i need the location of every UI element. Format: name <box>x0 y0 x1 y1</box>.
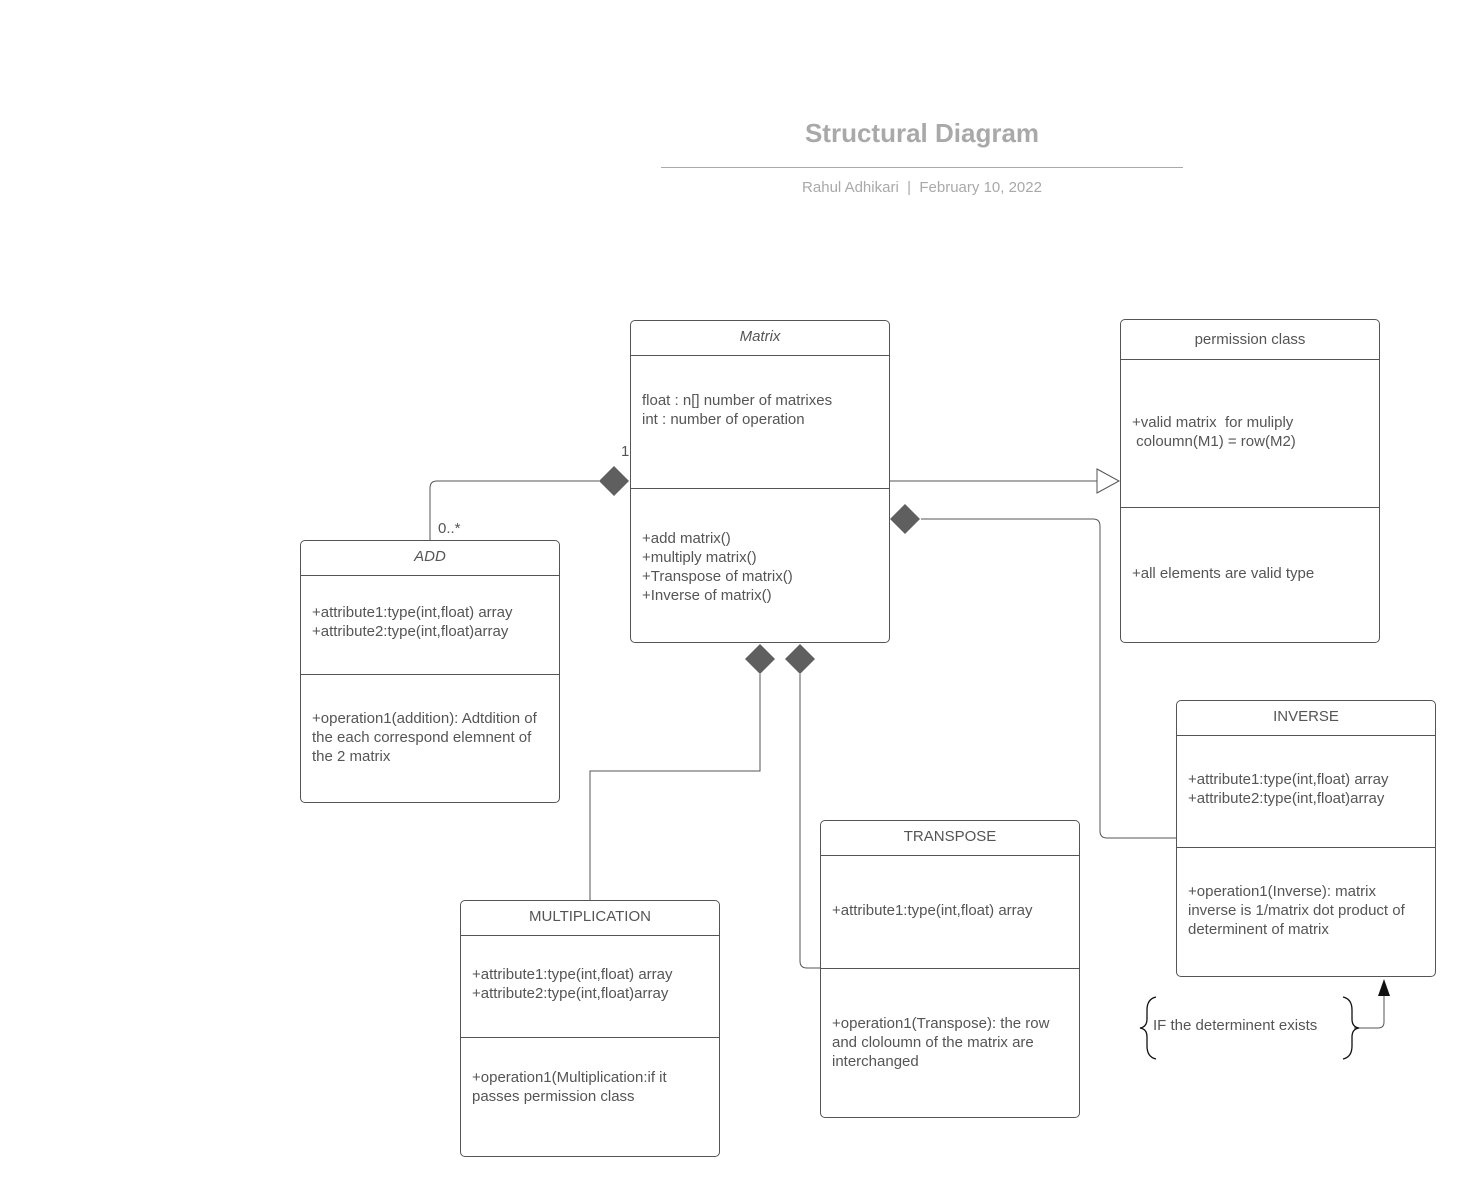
composition-diamond-inverse <box>890 504 920 534</box>
multiplication-attribute: +attribute2:type(int,float)array <box>472 985 669 1002</box>
generalization-arrowhead <box>1096 468 1121 494</box>
multiplication-operations: +operation1(Multiplication:if it passes … <box>461 1038 719 1106</box>
transpose-class[interactable]: TRANSPOSE +attribute1:type(int,float) ar… <box>820 820 1080 1118</box>
transpose-class-name: TRANSPOSE <box>821 821 1079 856</box>
matrix-operation: +Inverse of matrix() <box>642 587 772 604</box>
permission-class[interactable]: permission class +valid matrix for mulip… <box>1120 319 1380 643</box>
byline-separator: | <box>907 179 912 196</box>
permission-attribute: +valid matrix for muliply <box>1132 414 1294 431</box>
inverse-class[interactable]: INVERSE +attribute1:type(int,float) arra… <box>1176 700 1436 977</box>
add-attribute: +attribute2:type(int,float)array <box>312 623 509 640</box>
note-left-brace <box>1139 996 1157 1060</box>
diagram-date: February 10, 2022 <box>919 179 1042 196</box>
multiplication-attribute: +attribute1:type(int,float) array <box>472 966 673 983</box>
matrix-operation: +add matrix() <box>642 530 731 547</box>
permission-operation: +all elements are valid type <box>1132 565 1315 582</box>
permission-attribute: coloumn(M1) = row(M2) <box>1132 433 1296 450</box>
inverse-attribute: +attribute1:type(int,float) array <box>1188 771 1389 788</box>
permission-class-name: permission class <box>1121 320 1379 360</box>
multiplication-to-matrix-line <box>589 674 761 900</box>
transpose-to-matrix-line <box>799 674 820 969</box>
add-attribute: +attribute1:type(int,float) array <box>312 604 513 621</box>
multiplicity-add-end: 0..* <box>438 520 461 537</box>
composition-diamond-multiplication <box>745 644 775 674</box>
matrix-attributes: float : n[] number of matrixes int : num… <box>631 356 889 489</box>
multiplication-class-name: MULTIPLICATION <box>461 901 719 936</box>
multiplication-attributes: +attribute1:type(int,float) array +attri… <box>461 936 719 1038</box>
transpose-attribute: +attribute1:type(int,float) array <box>832 902 1033 919</box>
inverse-attribute: +attribute2:type(int,float)array <box>1188 790 1385 807</box>
composition-diamond-transpose <box>785 644 815 674</box>
matrix-attribute: int : number of operation <box>642 411 805 428</box>
author-name: Rahul Adhikari <box>802 179 899 196</box>
determinant-note: IF the determinent exists <box>1153 1017 1318 1034</box>
matrix-operation: +Transpose of matrix() <box>642 568 793 585</box>
transpose-attributes: +attribute1:type(int,float) array <box>821 856 1079 969</box>
multiplication-operation: +operation1(Multiplication:if it passes … <box>472 1069 667 1105</box>
add-class-name: ADD <box>301 541 559 576</box>
multiplicity-matrix-end: 1 <box>621 443 630 460</box>
add-operations: +operation1(addition): Adtdition of the … <box>301 675 559 766</box>
matrix-class[interactable]: Matrix float : n[] number of matrixes in… <box>630 320 890 643</box>
title-divider <box>661 167 1183 168</box>
inverse-attributes: +attribute1:type(int,float) array +attri… <box>1177 736 1435 848</box>
permission-operations: +all elements are valid type <box>1121 508 1379 583</box>
add-attributes: +attribute1:type(int,float) array +attri… <box>301 576 559 675</box>
transpose-operation: +operation1(Transpose): the row and clol… <box>832 1015 1050 1070</box>
inverse-operations: +operation1(Inverse): matrix inverse is … <box>1177 848 1435 939</box>
add-to-matrix-line <box>429 480 599 540</box>
diagram-title: Structural Diagram <box>804 118 1040 148</box>
permission-attributes: +valid matrix for muliply coloumn(M1) = … <box>1121 360 1379 508</box>
transpose-operations: +operation1(Transpose): the row and clol… <box>821 969 1079 1071</box>
note-right-brace <box>1342 996 1360 1060</box>
byline: Rahul Adhikari | February 10, 2022 <box>661 179 1183 196</box>
matrix-attribute: float : n[] number of matrixes <box>642 392 833 409</box>
matrix-class-name: Matrix <box>631 321 889 356</box>
inverse-to-matrix-line <box>921 518 1176 839</box>
inverse-class-name: INVERSE <box>1177 701 1435 736</box>
add-operation: +operation1(addition): Adtdition of the … <box>312 710 537 765</box>
matrix-operations: +add matrix() +multiply matrix() +Transp… <box>631 489 889 605</box>
composition-diamond-add <box>599 466 629 496</box>
add-class[interactable]: ADD +attribute1:type(int,float) array +a… <box>300 540 560 803</box>
note-arrowhead <box>1378 979 1390 996</box>
matrix-operation: +multiply matrix() <box>642 549 757 566</box>
note-arrow-line <box>1354 994 1385 1029</box>
inverse-operation: +operation1(Inverse): matrix inverse is … <box>1188 883 1405 938</box>
multiplication-class[interactable]: MULTIPLICATION +attribute1:type(int,floa… <box>460 900 720 1157</box>
